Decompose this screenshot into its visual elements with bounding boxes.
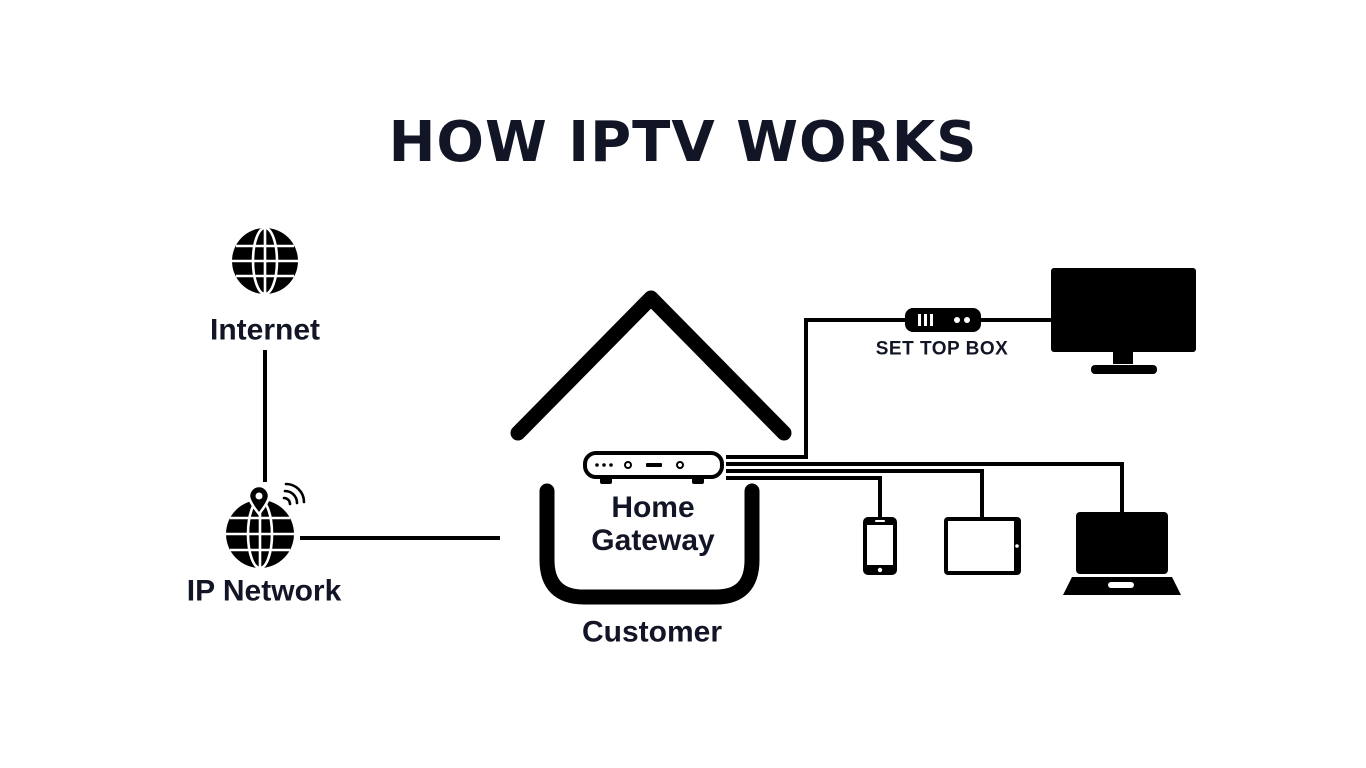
internet-label: Internet xyxy=(209,313,321,347)
home-gateway-label-line1: Home xyxy=(611,491,695,524)
gateway-to-tablet-line xyxy=(726,469,984,517)
connector-lines xyxy=(263,318,1124,540)
gateway-to-set-top-box-line xyxy=(726,318,905,459)
home-gateway-label-line2: Gateway xyxy=(591,524,715,557)
house-icon xyxy=(510,290,792,605)
gateway-to-laptop-line xyxy=(726,462,1124,512)
gateway-to-smartphone-line xyxy=(726,476,882,517)
globe-icon xyxy=(232,226,298,296)
router-icon xyxy=(583,451,724,484)
home-gateway-label: Home Gateway xyxy=(591,491,714,557)
tv-icon xyxy=(1051,268,1196,374)
smartphone-icon xyxy=(863,517,897,575)
set-top-box-label: SET TOP BOX xyxy=(875,338,1009,360)
globe-location-wifi-icon xyxy=(226,482,306,570)
page-title: HOW IPTV WORKS xyxy=(388,110,978,176)
customer-label: Customer xyxy=(581,615,723,649)
ip-network-label: IP Network xyxy=(186,574,342,608)
set-top-box-icon xyxy=(905,308,981,332)
laptop-icon xyxy=(1063,512,1181,595)
tablet-icon xyxy=(944,517,1021,575)
